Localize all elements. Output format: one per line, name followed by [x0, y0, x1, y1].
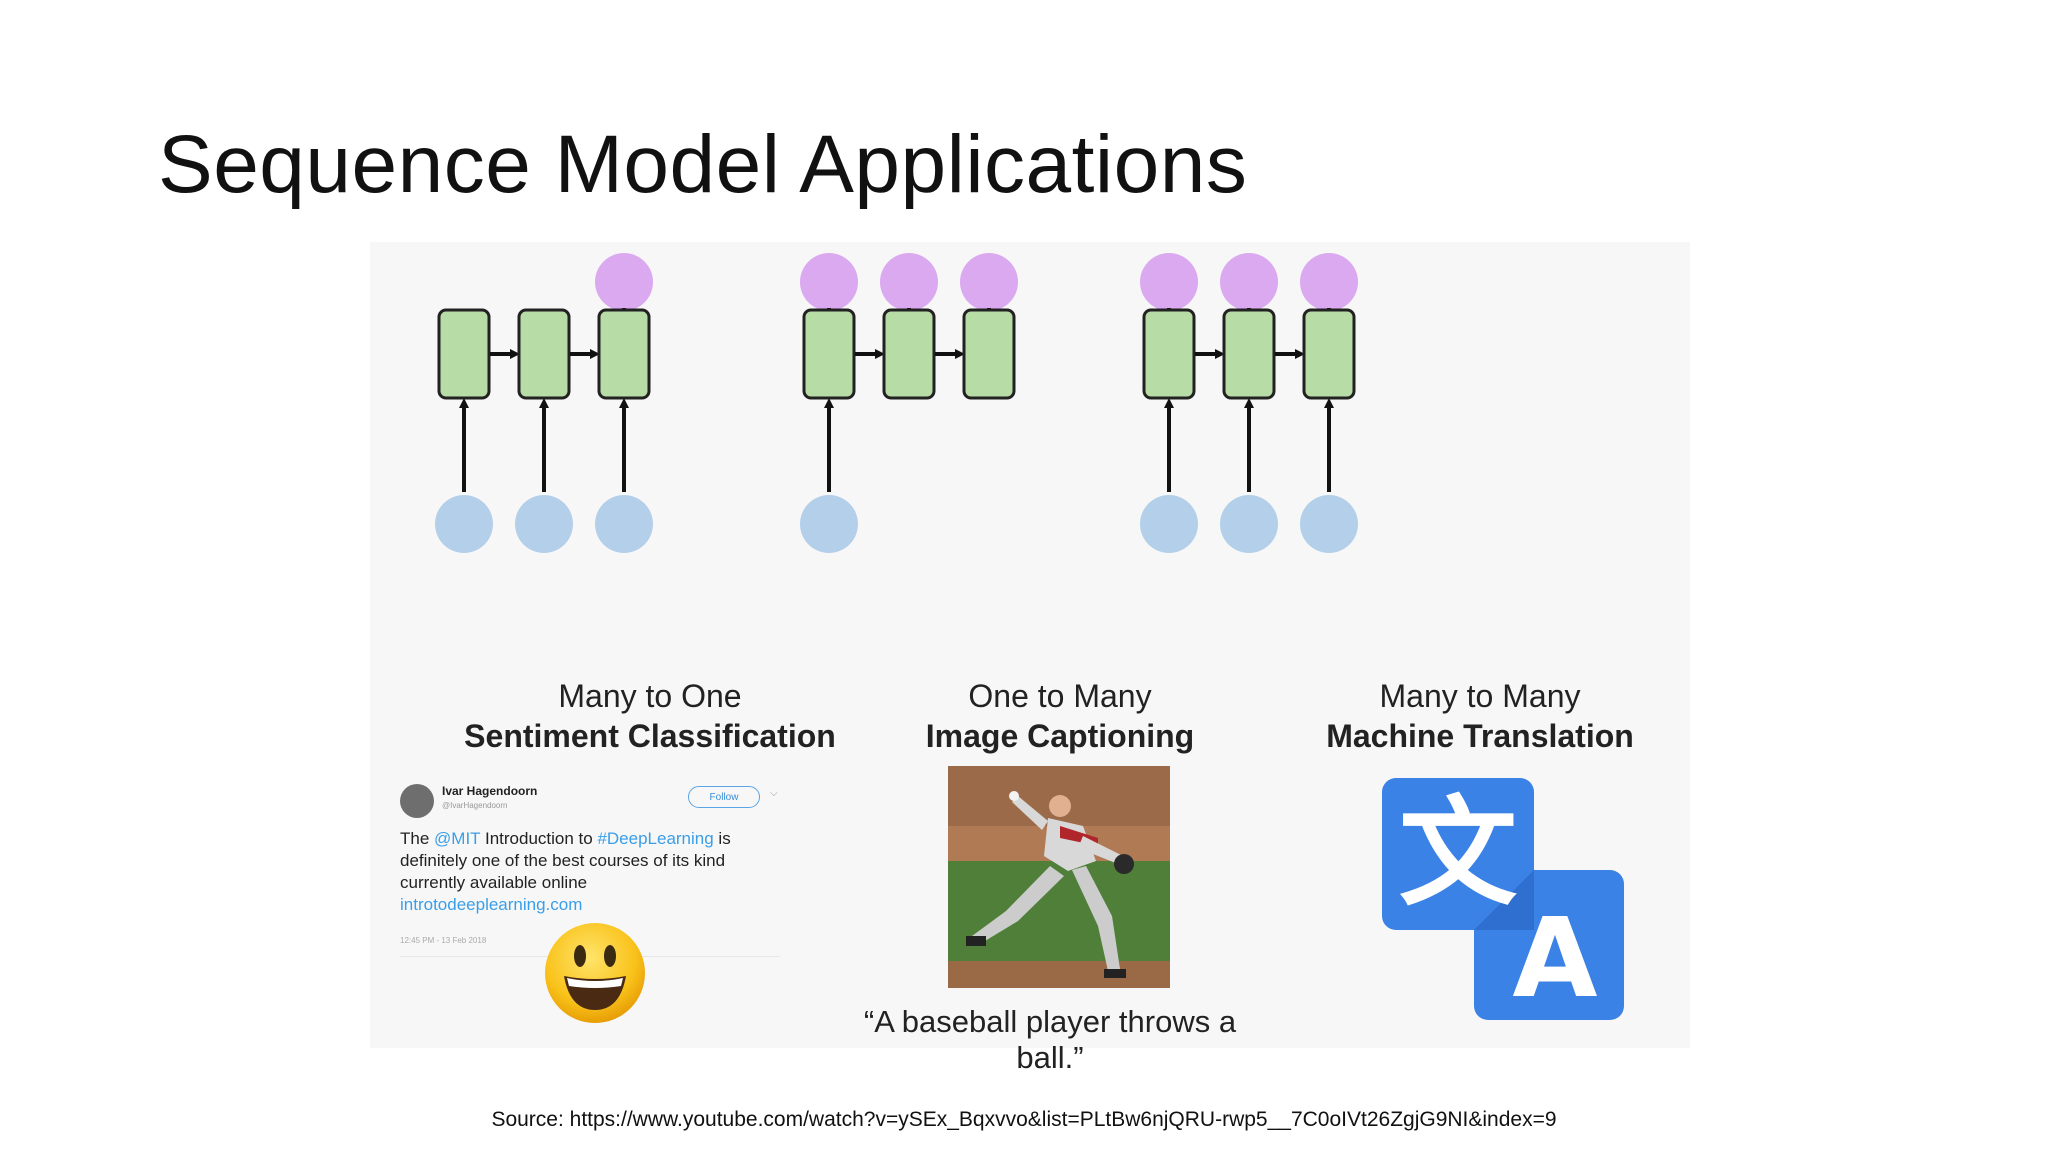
tweet-text-part: Introduction to [480, 829, 598, 848]
tweet-handle: @IvarHagendoorn [442, 801, 508, 810]
google-translate-icon: 文 A [1382, 778, 1624, 1022]
rnn-cell [962, 308, 1016, 400]
pattern-type: One to Many [968, 678, 1152, 714]
output-node [880, 253, 938, 311]
hashtag-link[interactable]: #DeepLearning [597, 829, 714, 848]
pattern-application: Machine Translation [1326, 718, 1634, 754]
smiley-emoji-icon [545, 923, 645, 1023]
rnn-cell [1222, 308, 1276, 400]
slide-title: Sequence Model Applications [158, 119, 1248, 210]
output-node [960, 253, 1018, 311]
pattern-type: Many to One [558, 678, 742, 714]
translate-target-glyph: A [1512, 894, 1597, 1022]
input-node [1300, 495, 1358, 553]
chevron-down-icon[interactable]: ⌵ [770, 788, 778, 799]
avatar [400, 784, 434, 818]
tweet-text: The @MIT Introduction to #DeepLearning i… [400, 828, 790, 916]
pattern-label-many-to-one: Many to One Sentiment Classification [450, 676, 850, 756]
source-citation: Source: https://www.youtube.com/watch?v=… [491, 1108, 1557, 1131]
output-node [1140, 253, 1198, 311]
tweet-card: Ivar Hagendoorn @IvarHagendoorn Follow ⌵… [400, 780, 800, 1020]
rnn-cell [1302, 308, 1356, 400]
output-node [595, 253, 653, 311]
tweet-author: Ivar Hagendoorn [442, 784, 538, 798]
rnn-diagrams [435, 253, 1358, 553]
input-node [800, 495, 858, 553]
pattern-application: Sentiment Classification [464, 718, 836, 754]
tweet-text-part: is definitely one of the best courses of… [400, 829, 731, 892]
image-caption: “A baseball player throws a ball.” [863, 1004, 1237, 1075]
tweet-url-link[interactable]: introtodeeplearning.com [400, 895, 583, 914]
mention-link[interactable]: @MIT [434, 829, 481, 848]
pattern-label-one-to-many: One to Many Image Captioning [860, 676, 1260, 756]
rnn-cell [882, 308, 936, 400]
pattern-type: Many to Many [1379, 678, 1581, 714]
output-node [1220, 253, 1278, 311]
rnn-figure: Many to One Sentiment Classification One… [370, 242, 1690, 1075]
rnn-cell [802, 308, 856, 400]
rnn-cell [517, 308, 571, 400]
output-node [800, 253, 858, 311]
follow-button[interactable]: Follow [688, 786, 760, 808]
pattern-label-many-to-many: Many to Many Machine Translation [1280, 676, 1680, 756]
output-node [1300, 253, 1358, 311]
input-node [1140, 495, 1198, 553]
input-node [515, 495, 573, 553]
input-node [435, 495, 493, 553]
tweet-text-part: The [400, 829, 435, 848]
input-node [595, 495, 653, 553]
rnn-cell [1142, 308, 1196, 400]
rnn-cell [597, 308, 651, 400]
tweet-timestamp: 12:45 PM - 13 Feb 2018 [400, 936, 487, 945]
baseball-pitcher-photo [948, 766, 1170, 988]
input-node [1220, 495, 1278, 553]
translate-source-glyph: 文 [1399, 784, 1517, 922]
rnn-cell [437, 308, 491, 400]
pattern-application: Image Captioning [925, 718, 1195, 754]
